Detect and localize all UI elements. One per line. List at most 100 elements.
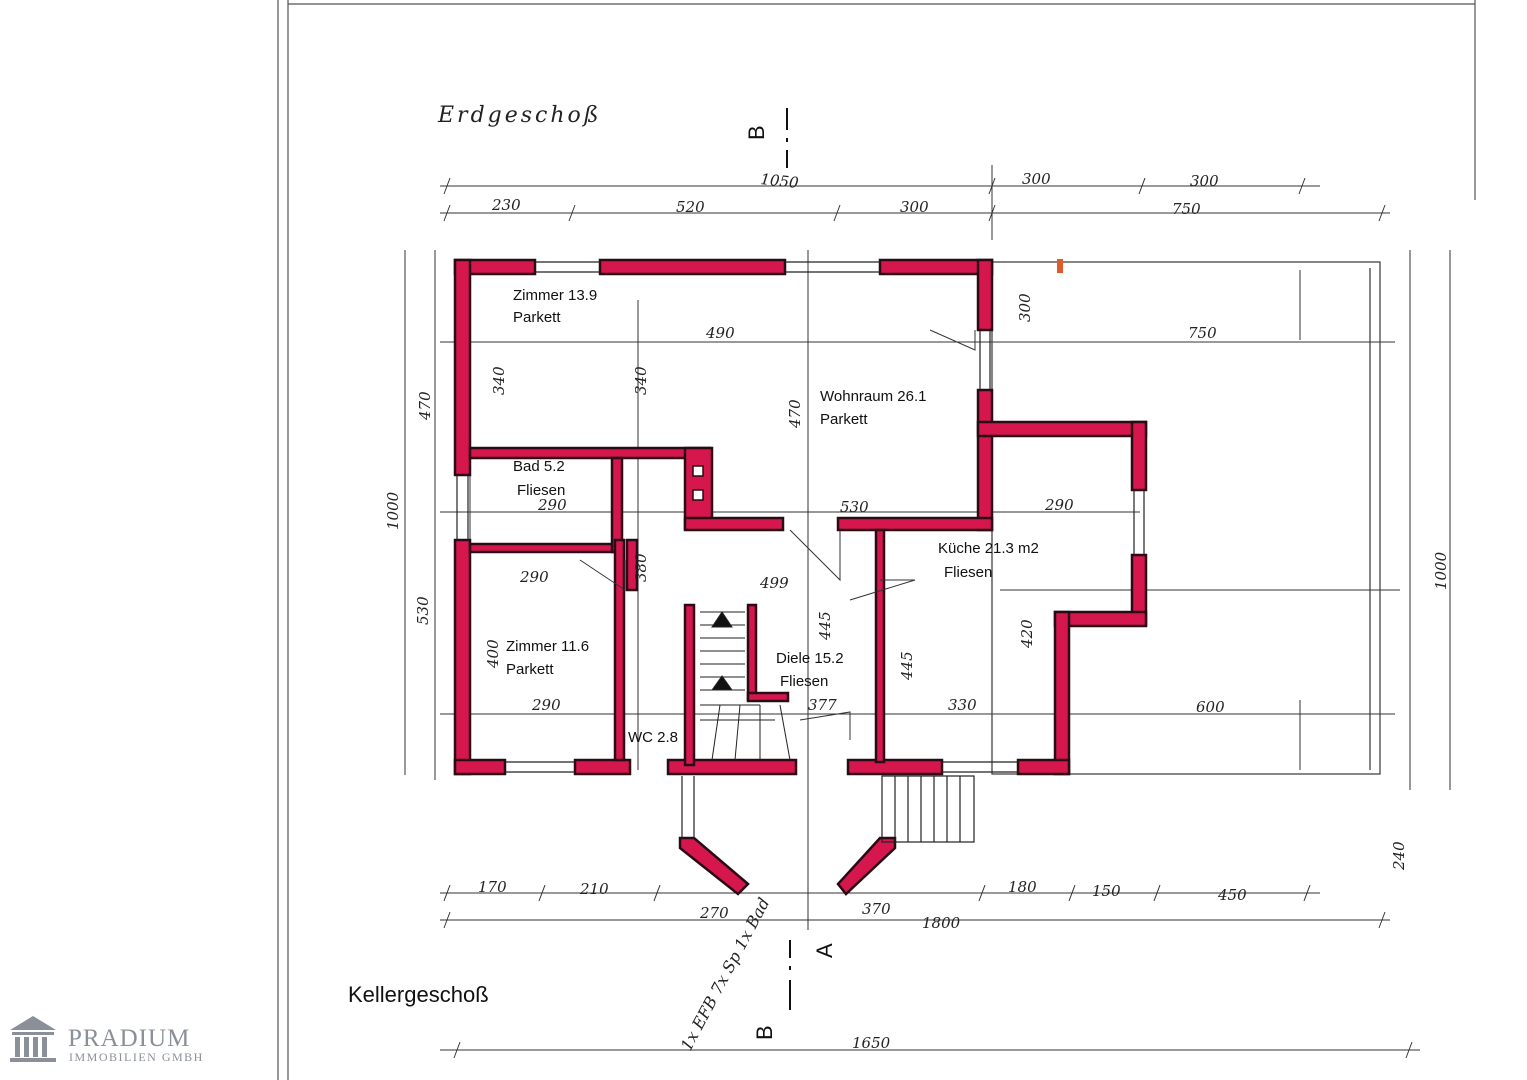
staircase [700,611,791,761]
door-swings [579,329,976,740]
room-bad-name: Bad 5.2 [513,458,565,475]
corner-marker [1057,259,1063,273]
wall-stair-left [683,603,696,767]
walls [453,258,1148,896]
section-marker-b-top: B [744,125,769,140]
section-marker-a: A [812,943,837,958]
wall-bath-right [610,456,624,554]
wall-bay-right [836,836,897,896]
wall-kitchen-diele [874,528,886,764]
dim-bottom-150: 150 [1092,882,1121,900]
room-bad-floor: Fliesen [517,482,565,499]
wall-bottom-3 [666,758,798,776]
dim-top-520: 520 [676,198,705,216]
chimney-flues [692,465,704,501]
dim-inner-290d: 290 [531,696,561,714]
dim-left-1000: 1000 [384,491,402,530]
dim-inner-750: 750 [1188,324,1217,342]
dim-top-300a: 300 [1022,170,1051,188]
wall-bottom-2 [573,758,632,776]
wall-kitchen-south-east [1053,610,1071,776]
dim-inner-600: 600 [1196,698,1225,716]
dim-inner-490: 490 [705,324,735,342]
pradium-logo: PRADIUM IMMOBILIEN GMBH [10,1016,204,1064]
section-marker-b-bottom: B [752,1025,777,1040]
dim-top-300c: 300 [900,198,929,216]
room-labels: Zimmer 13.9 Parkett Wohnraum 26.1 Parket… [506,287,1039,746]
dim-right-240: 240 [1390,841,1408,871]
dim-inner-400: 400 [484,639,502,669]
room-wc-name: WC 2.8 [628,729,678,746]
dimension-labels: 1050 300 300 230 520 300 750 490 750 290… [384,170,1450,1052]
section-axis [786,108,791,1010]
dimension-lines [404,165,1451,1059]
wall-bath-top [468,446,712,460]
dim-inner-377: 377 [808,696,837,714]
logo-name: PRADIUM [68,1025,190,1052]
dim-left-470: 470 [416,391,434,421]
dim-right-1000: 1000 [1432,551,1450,590]
dim-inner-499: 499 [759,574,789,592]
wall-stair-step [746,691,790,703]
room-wohnraum-floor: Parkett [820,411,868,428]
entrance-steps [681,775,975,843]
dim-bottom-370: 370 [862,900,891,918]
wall-chimney [683,446,714,530]
dim-top-750: 750 [1172,200,1201,218]
ground-floor-title: Erdgeschoß [437,103,601,128]
room-wohnraum-name: Wohnraum 26.1 [820,388,926,405]
room-kueche-floor: Fliesen [944,564,992,581]
dim-inner-445a: 445 [816,611,834,641]
wall-bottom-5 [1016,758,1071,776]
dim-top-230: 230 [491,196,521,214]
wall-living-bottom-1 [683,516,785,532]
wall-kitchen-top [976,420,1148,438]
dim-bottom-170: 170 [478,878,507,896]
wall-bath-bottom [468,542,622,554]
wall-left-lower [453,538,472,776]
windows [456,261,1145,773]
terrace-outline [991,261,1381,775]
room-zimmer2-floor: Parkett [506,661,554,678]
dim-bottom-1800: 1800 [922,914,961,932]
dim-inner-340b: 340 [632,366,650,395]
dim-bottom-180: 180 [1008,878,1037,896]
dim-inner-300: 300 [1016,293,1034,322]
wall-top-3 [878,258,994,276]
wall-living-right [976,258,994,332]
wall-bottom-4 [846,758,944,776]
dim-inner-290b: 290 [1044,496,1074,514]
room-diele-floor: Fliesen [780,673,828,690]
dim-inner-290c: 290 [519,568,549,586]
room-zimmer1-name: Zimmer 13.9 [513,287,597,304]
wall-bay-left [678,836,750,896]
dim-bottom-270: 270 [699,904,729,922]
wall-kitchen-east-upper [1130,420,1148,492]
dim-inner-420: 420 [1018,619,1036,649]
dim-top-300b: 300 [1190,172,1219,190]
room-diele-name: Diele 15.2 [776,650,844,667]
dim-inner-330: 330 [948,696,977,714]
basement-title: Kellergeschoß [348,982,489,1007]
dim-inner-530: 530 [840,498,869,516]
wall-room2-right [613,538,626,762]
logo-subtitle: IMMOBILIEN GMBH [69,1050,204,1064]
room-zimmer2-name: Zimmer 11.6 [506,638,589,655]
wall-living-right-2 [976,388,994,532]
wall-living-bottom-2 [836,516,994,532]
room-zimmer1-floor: Parkett [513,309,561,326]
dim-left-530: 530 [414,596,432,625]
dim-inner-470: 470 [786,399,804,429]
dim-basement-1650: 1650 [852,1034,891,1052]
wall-stair-right [746,603,758,702]
room-kueche-name: Küche 21.3 m2 [938,540,1039,557]
wall-left-upper [453,258,472,477]
wall-top-2 [598,258,787,276]
dim-bottom-450: 450 [1217,886,1247,904]
temple-icon [10,1016,56,1062]
wall-bottom-1 [453,758,507,776]
page-edges [277,0,1476,1080]
dim-bottom-210: 210 [579,880,609,898]
dim-top-total: 1050 [760,170,800,192]
